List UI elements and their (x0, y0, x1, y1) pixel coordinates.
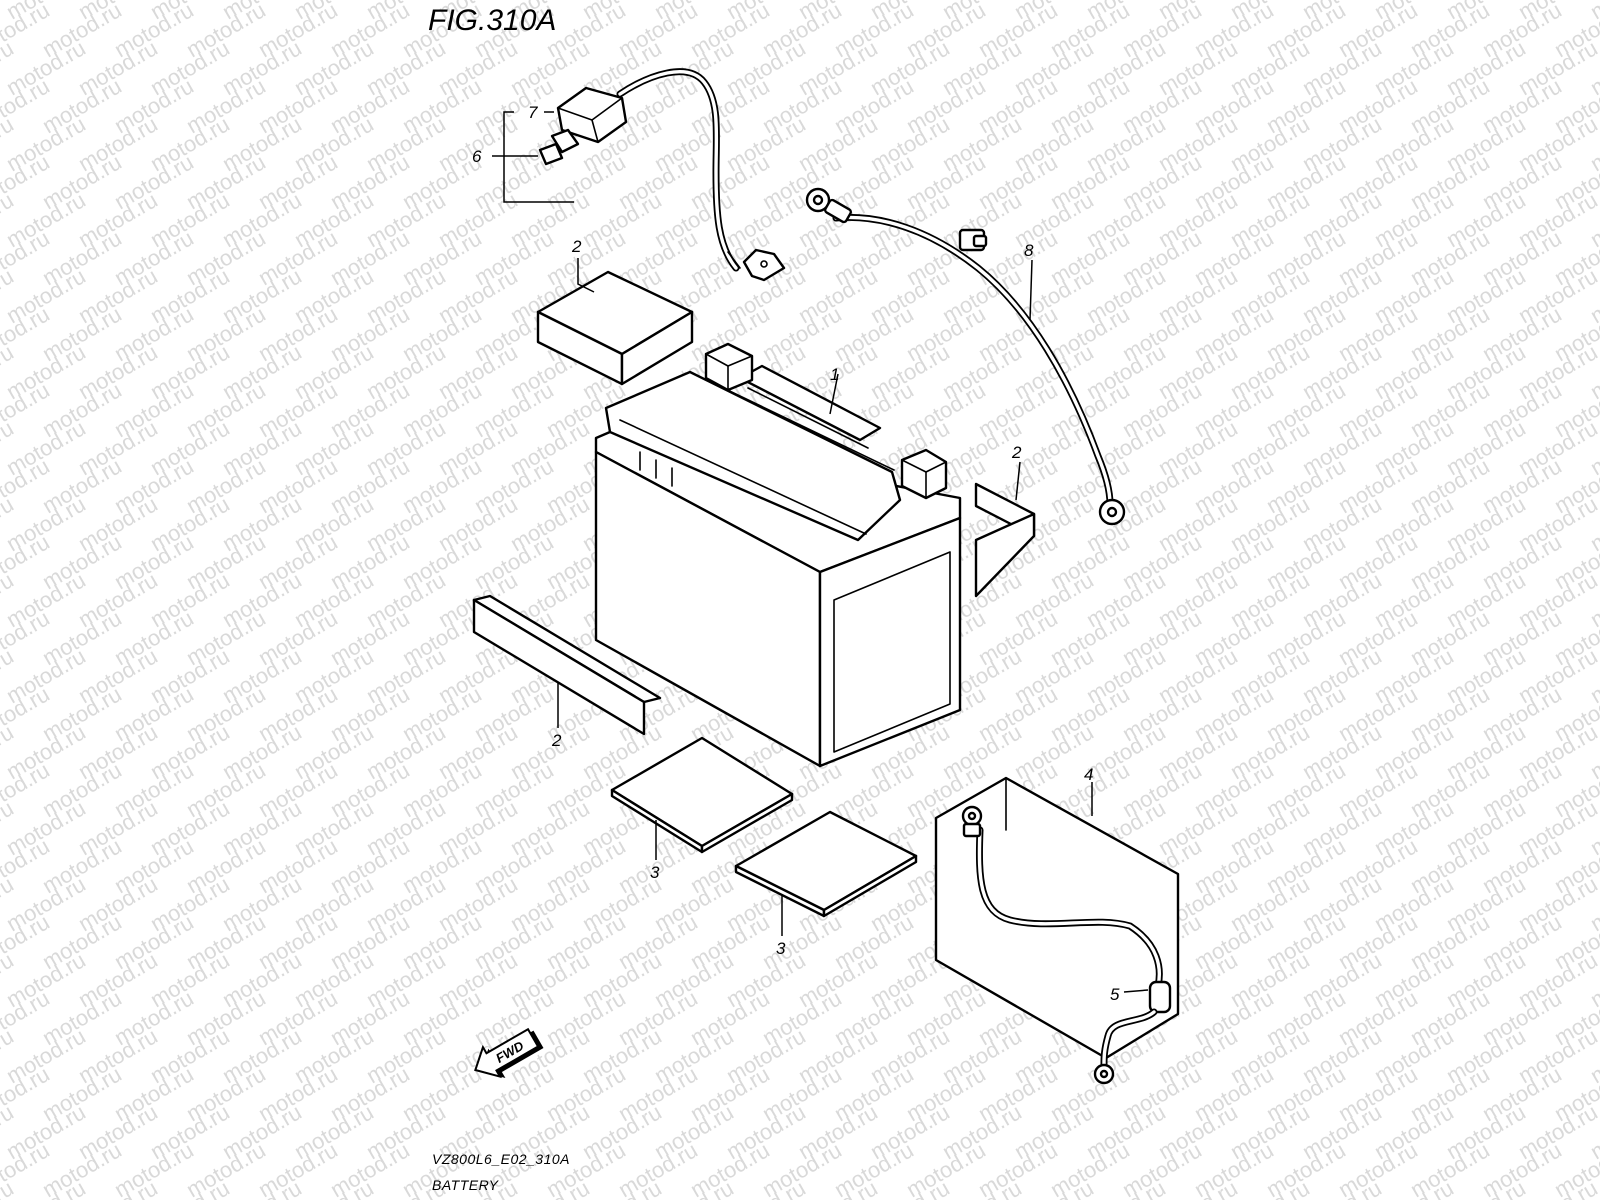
figure-code: VZ800L6_E02_310A (432, 1151, 570, 1167)
callout-3-right: 3 (776, 939, 786, 958)
callout-3-left: 3 (650, 863, 660, 882)
figure-title: FIG.310A (428, 4, 556, 37)
callout-2-top: 2 (571, 237, 582, 256)
figure-name: BATTERY (432, 1177, 500, 1193)
callout-4: 4 (1084, 765, 1093, 784)
callout-8: 8 (1024, 241, 1034, 260)
callout-5: 5 (1110, 985, 1120, 1004)
callout-1: 1 (830, 365, 839, 384)
callout-6: 6 (472, 147, 482, 166)
callout-7: 7 (528, 103, 538, 122)
callout-2-right: 2 (1011, 443, 1022, 462)
callout-2-bottom: 2 (551, 731, 562, 750)
